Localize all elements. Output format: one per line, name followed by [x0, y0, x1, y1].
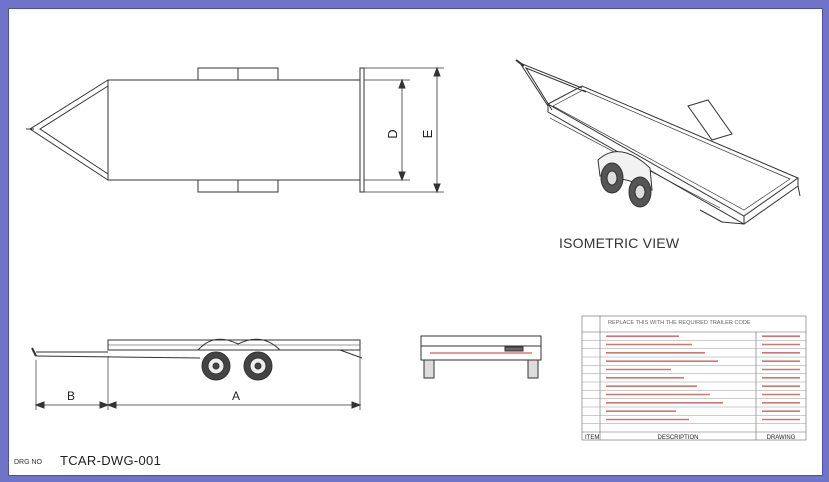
- iso-mudguard-far: [687, 99, 733, 141]
- end-view: [420, 335, 542, 379]
- end-deck: [420, 335, 542, 347]
- parts-table: [581, 315, 807, 441]
- plan-deck: [107, 79, 361, 181]
- dimension-b-label: B: [67, 389, 75, 403]
- side-mudguard: [197, 338, 281, 351]
- parts-table-header-note: REPLACE THIS WITH THE REQUIRED TRAILER C…: [608, 320, 751, 326]
- parts-col-description: DESCRIPTION: [657, 435, 698, 441]
- parts-col-item: ITEM: [585, 435, 599, 441]
- isometric-view: [515, 59, 801, 225]
- end-wheel-left: [423, 359, 435, 379]
- dimension-e-label: E: [420, 129, 435, 138]
- drawing-number: TCAR-DWG-001: [60, 453, 162, 468]
- dimension-d-label: D: [385, 129, 400, 138]
- dimension-a-label: A: [232, 389, 240, 403]
- plan-drawbar-inner: [39, 85, 109, 175]
- drawing-number-label: DRG NO: [14, 459, 42, 466]
- parts-col-drawing: DRAWING: [767, 435, 796, 441]
- drawing-frame: [8, 8, 823, 476]
- side-view: [31, 338, 363, 410]
- end-wheel-right: [527, 359, 539, 379]
- iso-deck: [546, 85, 800, 217]
- plan-view: [26, 66, 444, 194]
- plan-rear-rail: [359, 67, 365, 193]
- parts-table-rows: [582, 335, 806, 424]
- isometric-view-title: ISOMETRIC VIEW: [559, 235, 680, 251]
